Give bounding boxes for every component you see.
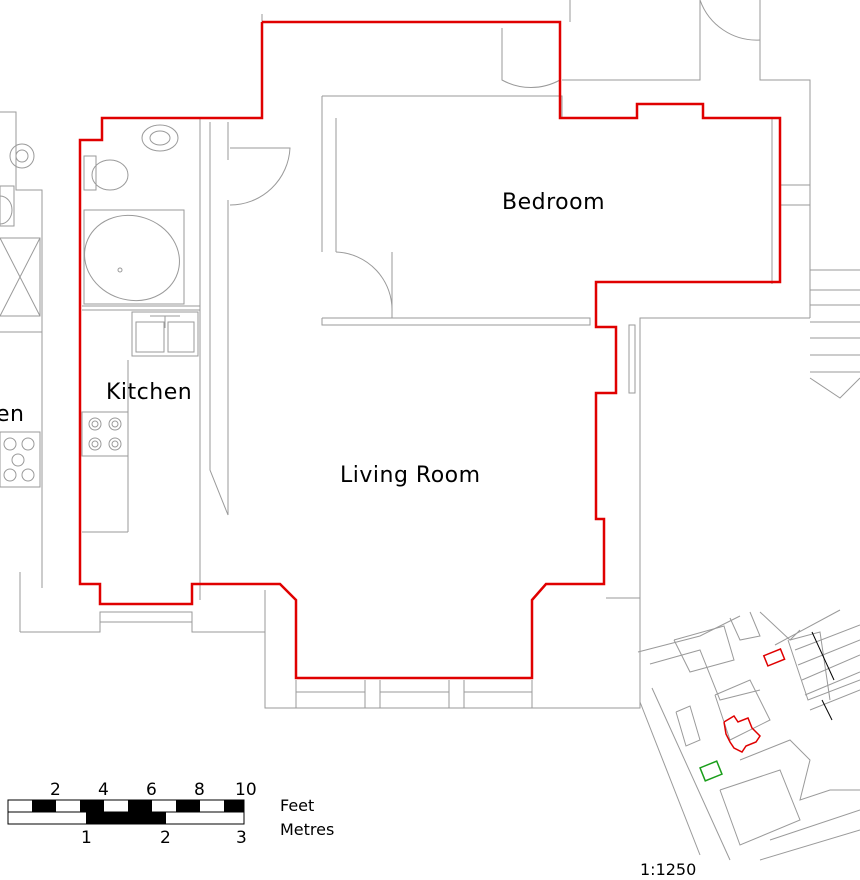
scale-feet-unit: Feet — [280, 796, 315, 815]
wall-linework — [0, 0, 860, 709]
room-label-neighbour-kitchen: en — [0, 402, 25, 427]
scale-feet-tick-10: 10 — [235, 780, 257, 800]
location-red-rectangle — [762, 648, 786, 667]
scale-feet-tick-8: 8 — [194, 780, 205, 800]
scale-feet-tick-4: 4 — [98, 780, 109, 800]
door-swings — [19, 0, 761, 615]
location-subject-marker — [723, 714, 761, 753]
scale-bar — [7, 799, 245, 825]
scale-metre-tick-1: 1 — [81, 828, 92, 848]
scale-feet-tick-6: 6 — [146, 780, 157, 800]
scale-metre-tick-2: 2 — [160, 828, 171, 848]
flat-boundary-outline — [78, 20, 782, 680]
scale-metres-unit: Metres — [280, 820, 335, 839]
room-label-kitchen: Kitchen — [106, 380, 193, 405]
fixtures — [0, 124, 199, 488]
scale-feet-tick-2: 2 — [50, 780, 61, 800]
room-label-living-room: Living Room — [340, 463, 481, 488]
location-green-rectangle — [699, 760, 723, 782]
room-label-bedroom: Bedroom — [502, 190, 606, 215]
location-plan — [637, 609, 860, 861]
scale-metre-tick-3: 3 — [236, 828, 247, 848]
location-plan-scale: 1:1250 — [640, 860, 697, 879]
